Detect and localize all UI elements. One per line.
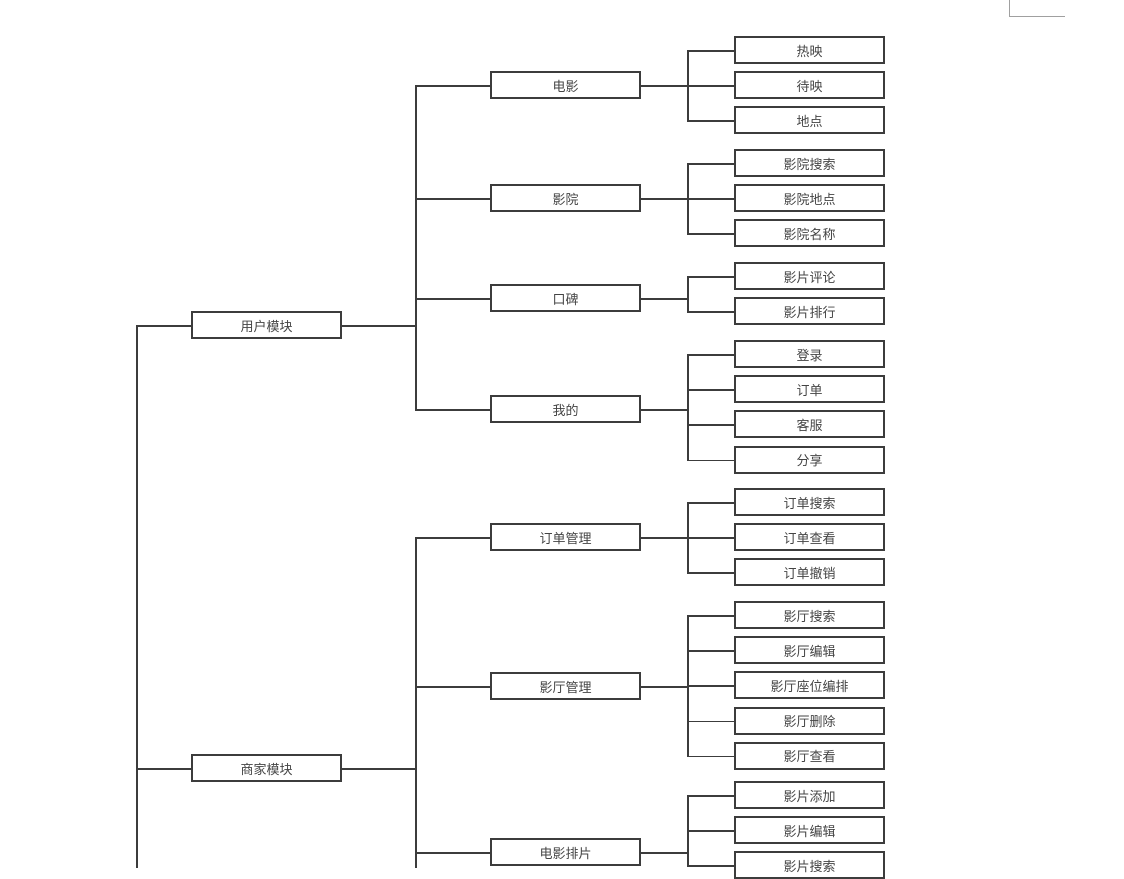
connector bbox=[641, 686, 687, 688]
connector bbox=[415, 686, 490, 688]
connector bbox=[687, 720, 734, 723]
connector bbox=[687, 615, 689, 756]
connector bbox=[687, 650, 734, 652]
connector bbox=[687, 572, 734, 574]
connector bbox=[415, 85, 417, 409]
connector bbox=[415, 298, 490, 300]
connector bbox=[136, 768, 191, 770]
feature-node: 影厅座位编排 bbox=[734, 671, 885, 700]
connector bbox=[641, 85, 687, 87]
feature-node: 影厅编辑 bbox=[734, 636, 885, 665]
feature-node: 影片搜索 bbox=[734, 851, 885, 879]
connector bbox=[687, 276, 689, 312]
feature-node: 客服 bbox=[734, 410, 885, 439]
connector bbox=[687, 795, 689, 866]
connector bbox=[415, 537, 417, 868]
connector bbox=[687, 502, 734, 504]
connector bbox=[687, 424, 734, 426]
feature-node: 影院名称 bbox=[734, 219, 885, 248]
feature-node: 影片评论 bbox=[734, 262, 885, 290]
connector bbox=[641, 537, 687, 539]
connector bbox=[136, 325, 191, 327]
connector bbox=[415, 85, 490, 87]
feature-node: 订单 bbox=[734, 375, 885, 404]
feature-node: 影院地点 bbox=[734, 184, 885, 213]
connector bbox=[415, 198, 490, 200]
feature-node: 待映 bbox=[734, 71, 885, 100]
module-node: 用户模块 bbox=[191, 311, 342, 339]
feature-node: 分享 bbox=[734, 445, 885, 474]
connector bbox=[687, 198, 734, 200]
feature-node: 登录 bbox=[734, 340, 885, 368]
category-node: 我的 bbox=[490, 395, 641, 423]
connector bbox=[687, 354, 734, 356]
feature-node: 订单撤销 bbox=[734, 558, 885, 587]
category-node: 电影 bbox=[490, 71, 641, 99]
feature-node: 影片编辑 bbox=[734, 816, 885, 845]
connector bbox=[415, 537, 490, 539]
connector bbox=[687, 163, 734, 165]
category-node: 订单管理 bbox=[490, 523, 641, 551]
feature-node: 影片添加 bbox=[734, 781, 885, 809]
module-node: 商家模块 bbox=[191, 754, 342, 782]
connector bbox=[342, 325, 415, 327]
connector bbox=[415, 852, 490, 854]
connector bbox=[687, 755, 734, 758]
connector bbox=[687, 537, 734, 539]
connector bbox=[687, 830, 734, 832]
connector bbox=[687, 50, 734, 52]
connector bbox=[687, 85, 734, 87]
root-spine-connector bbox=[136, 325, 138, 868]
feature-node: 地点 bbox=[734, 106, 885, 135]
connector bbox=[687, 685, 734, 687]
feature-node: 影厅搜索 bbox=[734, 601, 885, 629]
connector bbox=[687, 389, 734, 391]
category-node: 口碑 bbox=[490, 284, 641, 312]
category-node: 电影排片 bbox=[490, 838, 641, 866]
page-corner-mark bbox=[1009, 0, 1065, 17]
connector bbox=[687, 163, 689, 234]
connector bbox=[641, 852, 687, 854]
category-node: 影厅管理 bbox=[490, 672, 641, 700]
category-node: 影院 bbox=[490, 184, 641, 212]
connector bbox=[641, 198, 687, 200]
feature-node: 订单搜索 bbox=[734, 488, 885, 516]
feature-node: 影厅删除 bbox=[734, 706, 885, 735]
connector bbox=[687, 459, 734, 462]
connector bbox=[687, 120, 734, 122]
feature-node: 订单查看 bbox=[734, 523, 885, 552]
feature-node: 影厅查看 bbox=[734, 741, 885, 770]
connector bbox=[687, 795, 734, 797]
feature-node: 影片排行 bbox=[734, 297, 885, 326]
feature-node: 热映 bbox=[734, 36, 885, 64]
connector bbox=[687, 354, 689, 460]
connector bbox=[687, 50, 689, 121]
connector bbox=[687, 865, 734, 867]
connector bbox=[687, 615, 734, 617]
connector bbox=[687, 502, 689, 573]
connector bbox=[641, 298, 687, 300]
connector bbox=[687, 276, 734, 278]
feature-node: 影院搜索 bbox=[734, 149, 885, 177]
connector bbox=[687, 233, 734, 235]
connector bbox=[415, 409, 490, 411]
connector bbox=[641, 409, 687, 411]
connector bbox=[342, 768, 415, 770]
connector bbox=[687, 311, 734, 313]
